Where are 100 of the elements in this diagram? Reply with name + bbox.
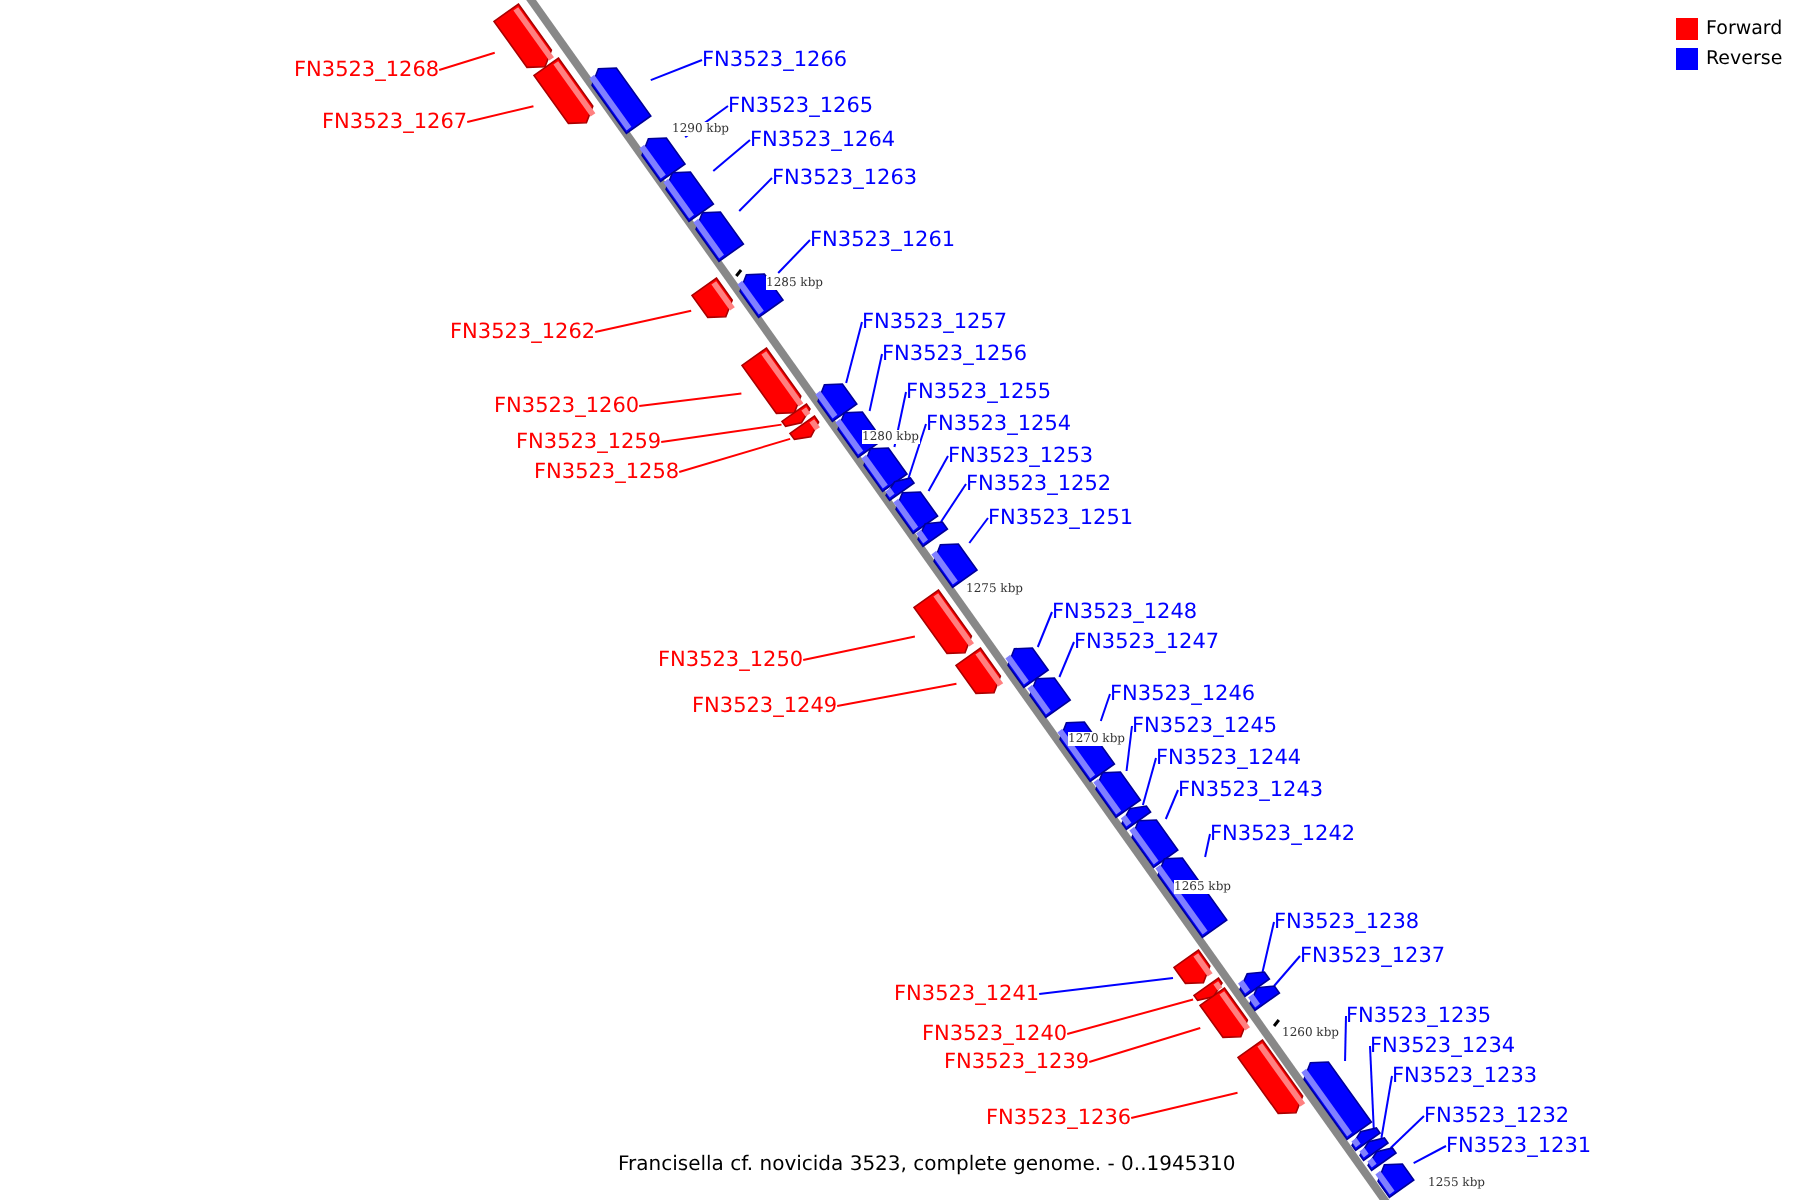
leader-line [1038,977,1174,995]
gene-label: FN3523_1252 [966,472,1112,496]
leader-line [1141,757,1157,806]
gene-label: FN3523_1236 [986,1106,1132,1130]
gene-block [1173,949,1209,983]
gene-block [933,543,977,587]
gene-label: FN3523_1260 [494,394,640,418]
leader-line [466,105,535,123]
gene-label: FN3523_1243 [1178,778,1324,802]
gene-label: FN3523_1258 [534,460,680,484]
leader-line [868,353,883,412]
leader-line [649,59,703,82]
gene-label: FN3523_1232 [1424,1104,1570,1128]
leader-line [845,321,863,384]
gene-label: FN3523_1244 [1156,746,1302,770]
leader-line [1389,1115,1425,1149]
gene-label: FN3523_1231 [1446,1134,1592,1158]
gene-label: FN3523_1264 [750,128,896,152]
gene-block [533,57,593,123]
gene-label: FN3523_1235 [1346,1004,1492,1028]
gene-block [741,347,801,413]
gene-label: FN3523_1267 [322,110,468,134]
gene-block [1200,987,1248,1037]
legend-label: Forward [1706,18,1783,40]
gene-label: FN3523_1246 [1110,682,1256,706]
gene-label: FN3523_1234 [1370,1034,1516,1058]
leader-line [907,423,927,479]
leader-line [1261,921,1275,973]
leader-line [594,309,693,333]
gene-label: FN3523_1268 [294,58,440,82]
gene-label: FN3523_1242 [1210,822,1356,846]
gene-label: FN3523_1248 [1052,600,1198,624]
gene-block [1304,1061,1373,1139]
leader-line [1369,1045,1375,1129]
leader-line [738,177,773,212]
leader-line [1344,1015,1347,1062]
gene-label: FN3523_1238 [1274,910,1420,934]
leader-line [1273,955,1301,987]
gene-label: FN3523_1263 [772,166,918,190]
gene-label: FN3523_1237 [1300,944,1446,968]
gene-label: FN3523_1241 [894,982,1040,1006]
gene-block [956,647,1001,693]
gene-label: FN3523_1240 [922,1022,1068,1046]
gene-block [1377,1163,1414,1197]
leader-line [802,635,916,661]
leader-line [678,437,792,473]
gene-label: FN3523_1253 [948,444,1094,468]
gene-label: FN3523_1245 [1132,714,1278,738]
gene-block [494,3,553,67]
leader-line [1099,693,1111,722]
leader-line [438,51,496,71]
leader-line [927,455,949,492]
gene-label: FN3523_1250 [658,648,804,672]
gene-label: FN3523_1239 [944,1050,1090,1074]
leader-line [660,423,783,443]
leader-line [777,239,811,274]
legend-label: Reverse [1706,48,1783,70]
gene-block [691,277,732,317]
leader-line [939,483,967,523]
leader-line [836,682,958,707]
gene-block [918,522,948,547]
gene-block [1367,1148,1395,1171]
leader-line [1204,833,1211,858]
gene-block [666,171,714,221]
leader-line [1412,1145,1447,1165]
gene-label: FN3523_1261 [810,228,956,252]
leader-line [1380,1075,1393,1139]
gene-block [790,415,819,439]
gene-block [1237,1039,1303,1113]
gene-label: FN3523_1266 [702,48,848,72]
leader-line [893,391,907,448]
leader-line [712,139,751,172]
gene-label: FN3523_1249 [692,694,838,718]
gene-block [914,589,973,653]
gene-block [1250,986,1281,1011]
gene-label: FN3523_1262 [450,320,596,344]
gene-label: FN3523_1254 [926,412,1072,436]
gene-block [1029,677,1070,717]
leader-line [1164,789,1179,820]
gene-label: FN3523_1251 [988,506,1134,530]
leader-line [1066,998,1195,1035]
leader-line [1125,725,1133,772]
leader-line [1130,1091,1239,1119]
gene-block [695,211,743,261]
gene-label: FN3523_1256 [882,342,1028,366]
gene-label: FN3523_1255 [906,380,1052,404]
gene-label: FN3523_1265 [728,94,874,118]
gene-label: FN3523_1257 [862,310,1008,334]
gene-block [886,478,915,501]
caption: Francisella cf. novicida 3523, complete genome. - 0..1945310 [618,1154,1236,1178]
leader-line [968,517,989,544]
gene-block [781,403,810,426]
gene-label: FN3523_1233 [1392,1064,1538,1088]
leader-line [638,392,743,407]
leader-line [1036,611,1053,648]
gene-block [591,67,651,133]
gene-label: FN3523_1259 [516,430,662,454]
gene-label: FN3523_1247 [1074,630,1220,654]
leader-line [1088,1027,1202,1063]
leader-line [1058,641,1075,678]
